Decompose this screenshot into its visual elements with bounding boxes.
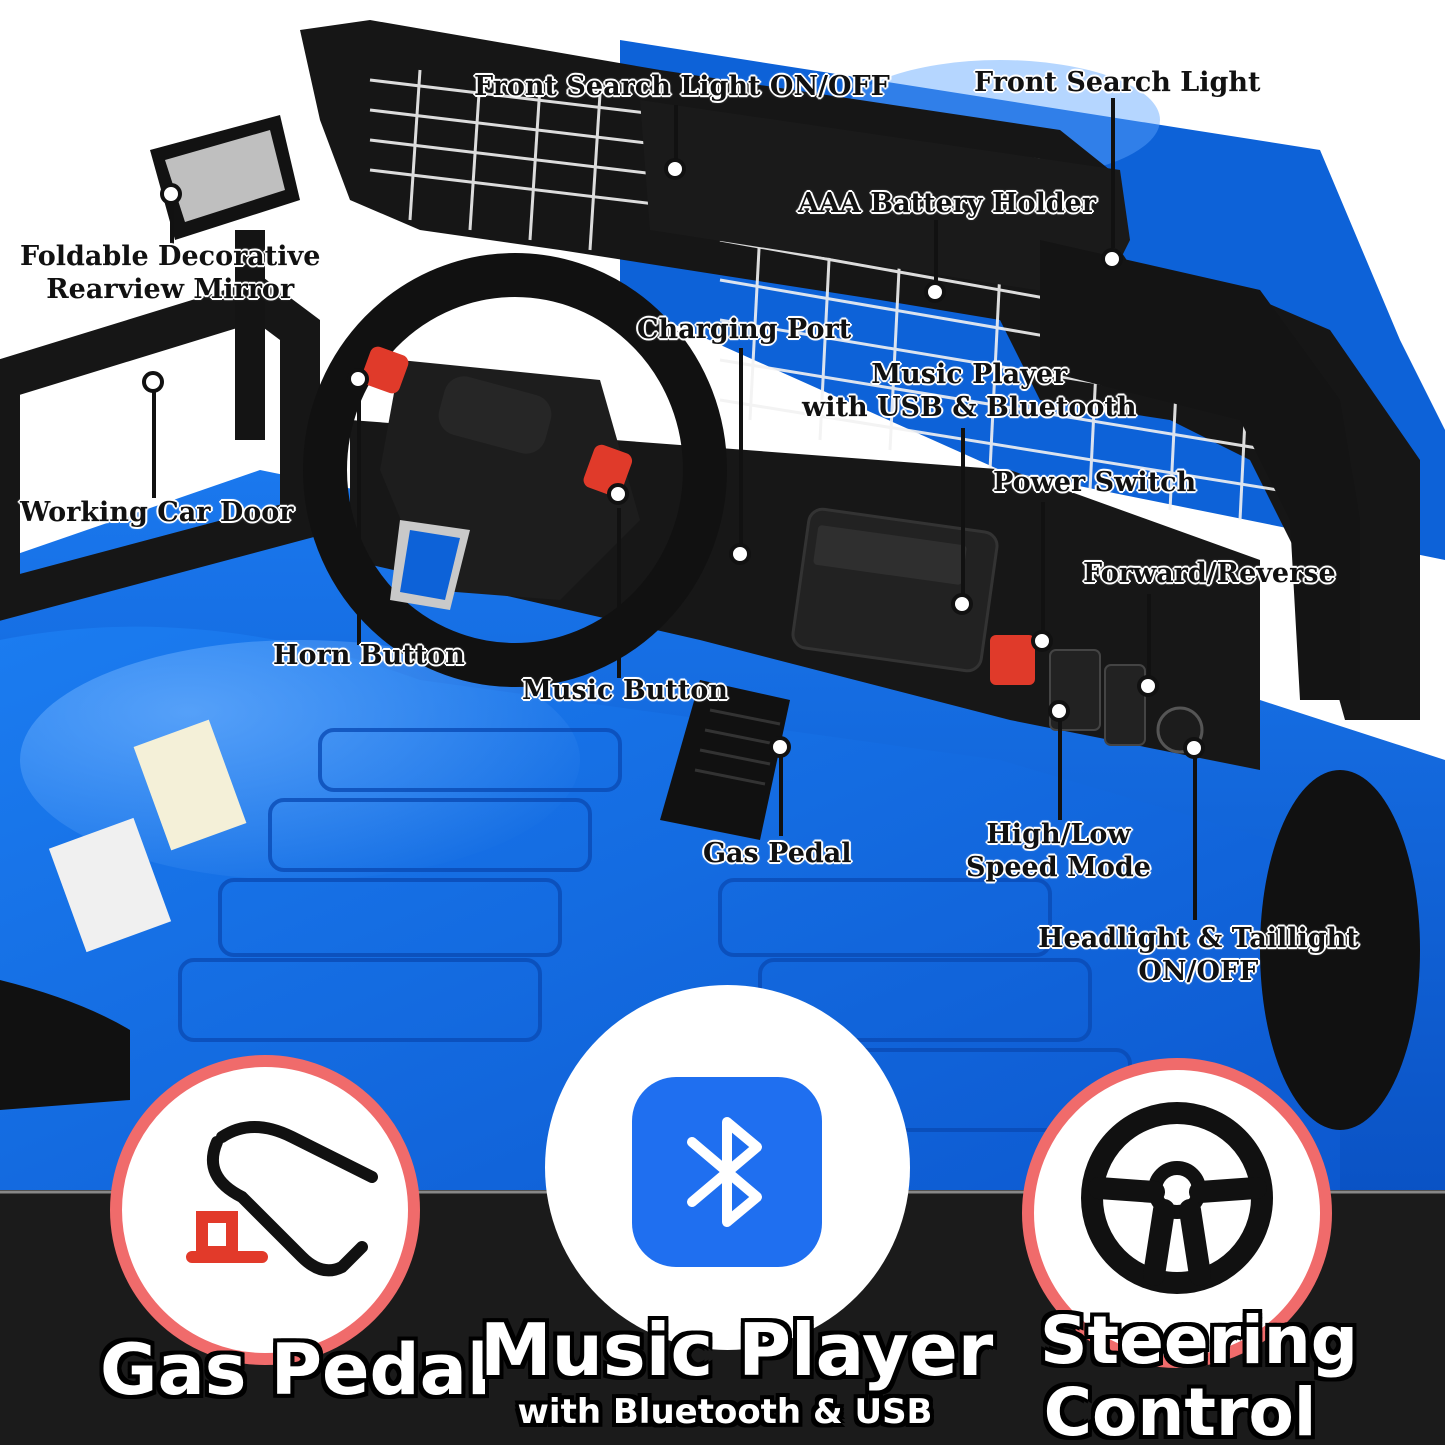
feature-steering-circle: [1022, 1058, 1332, 1368]
feature-steering-title: Steering Control: [1040, 1302, 1359, 1445]
callout-dot: [729, 543, 751, 565]
callout-search-light: Front Search Light: [974, 67, 1261, 98]
callout-line-2: ON/OFF: [1138, 956, 1259, 987]
callout-dot: [769, 736, 791, 758]
callout-battery-holder: AAA Battery Holder: [798, 188, 1097, 219]
callout-gas-pedal: Gas Pedal: [703, 838, 852, 869]
callout-music-player: Music Player with USB & Bluetooth: [802, 358, 1137, 424]
callout-line: [152, 390, 156, 498]
callout-car-door: Working Car Door: [20, 497, 294, 528]
callout-line-2: with USB & Bluetooth: [802, 392, 1137, 423]
callout-dot: [607, 483, 629, 505]
callout-line: [739, 348, 743, 548]
callout-dot: [1048, 700, 1070, 722]
callout-line: [1111, 98, 1115, 248]
steering-title-line-2: Control: [1043, 1374, 1317, 1445]
callout-power-switch: Power Switch: [993, 467, 1197, 498]
callout-dot: [1101, 248, 1123, 270]
callout-horn-button: Horn Button: [273, 640, 465, 671]
callout-dot: [347, 368, 369, 390]
callout-line: [1147, 594, 1151, 679]
callout-headlight: Headlight & Taillight ON/OFF: [1038, 922, 1359, 988]
bluetooth-badge: [632, 1077, 822, 1267]
callout-line-2: Rearview Mirror: [46, 274, 295, 305]
callout-dot: [664, 158, 686, 180]
callout-search-light-switch: Front Search Light ON/OFF: [474, 71, 890, 102]
callout-dot: [160, 183, 182, 205]
callout-dot: [924, 281, 946, 303]
feature-music-player-circle: [545, 985, 910, 1350]
callout-line: [1041, 502, 1045, 637]
callout-dot: [951, 593, 973, 615]
steering-title-line-1: Steering: [1040, 1302, 1359, 1379]
callout-dot: [1183, 737, 1205, 759]
bluetooth-icon: [687, 1117, 762, 1227]
callout-line: [357, 390, 361, 645]
callout-line: [934, 220, 938, 285]
callout-line: [779, 756, 783, 836]
steering-wheel-icon: [1081, 1102, 1273, 1294]
callout-dot: [1137, 675, 1159, 697]
callout-line: [170, 205, 174, 245]
callout-line-1: Headlight & Taillight: [1038, 923, 1359, 954]
callout-line: [674, 105, 678, 165]
callout-forward-reverse: Forward/Reverse: [1083, 558, 1336, 589]
feature-music-player-title: Music Player with Bluetooth & USB: [480, 1308, 994, 1432]
callout-line: [1193, 758, 1197, 920]
callout-line-1: High/Low: [986, 819, 1131, 850]
callout-line-2: Speed Mode: [966, 852, 1151, 883]
callout-line: [961, 428, 965, 598]
music-player-title: Music Player: [480, 1308, 994, 1392]
callout-line: [617, 508, 621, 678]
callout-dot: [1031, 630, 1053, 652]
feature-gas-pedal-circle: [110, 1055, 420, 1365]
music-player-subtitle: with Bluetooth & USB: [517, 1392, 933, 1432]
callout-rearview-mirror: Foldable Decorative Rearview Mirror: [20, 240, 320, 306]
pedal-icon: [186, 1121, 378, 1277]
callout-speed-mode: High/Low Speed Mode: [966, 818, 1151, 884]
callout-line-1: Music Player: [871, 359, 1068, 390]
callout-line-1: Foldable Decorative: [20, 241, 321, 272]
steering-wheel-photo: [303, 253, 727, 687]
callout-dot: [142, 371, 164, 393]
callout-line: [1058, 720, 1062, 820]
callout-charging-port: Charging Port: [637, 314, 852, 345]
callout-music-button: Music Button: [522, 675, 728, 706]
feature-gas-pedal-title: Gas Pedal: [100, 1329, 491, 1411]
